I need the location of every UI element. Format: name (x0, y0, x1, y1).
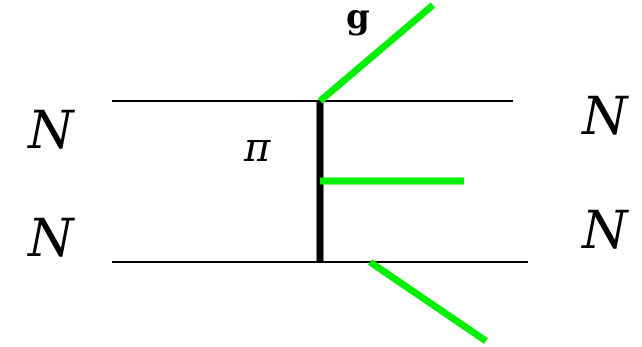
nucleon-in-bottom-label: N (26, 209, 75, 269)
emitted-line-top (317, 2, 436, 104)
title-fragment: g (346, 0, 370, 37)
emitted-line-bottom (368, 259, 488, 344)
nucleon-out-bottom-label: N (580, 201, 629, 261)
pion-label: π (243, 125, 271, 171)
nucleon-out-top-label: N (580, 87, 629, 147)
nucleon-in-top-label: N (26, 101, 75, 161)
